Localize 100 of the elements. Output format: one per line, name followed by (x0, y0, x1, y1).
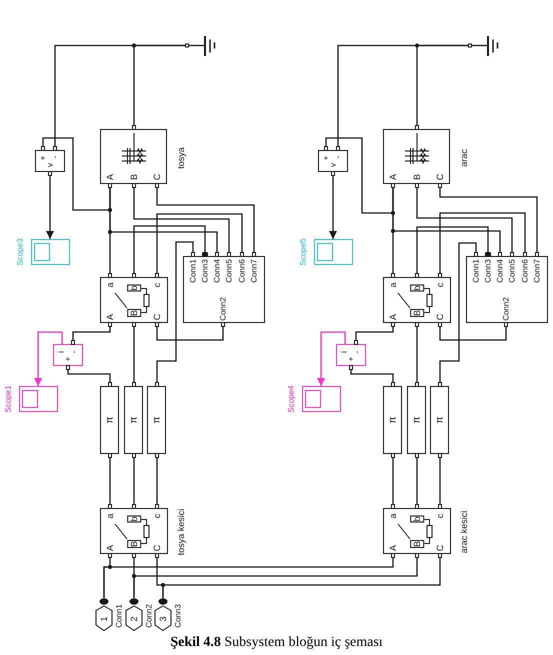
pi-symbol: π (434, 416, 446, 424)
wire (42, 137, 111, 211)
port-number: 2 (128, 616, 140, 622)
port-label: C (152, 314, 162, 320)
pi-symbol: π (150, 416, 162, 424)
port-label: Conn5 (507, 259, 517, 283)
line-section-block (383, 382, 402, 458)
load-block (100, 125, 167, 188)
wire (355, 327, 394, 340)
pi-symbol: π (128, 416, 140, 424)
voltage-meter-block (318, 146, 348, 176)
port-label: Conn5 (224, 259, 234, 283)
wire (439, 458, 441, 504)
wire (439, 212, 526, 273)
wire (72, 327, 111, 340)
block-name: arac (458, 149, 470, 167)
polarity-sign: + (346, 356, 356, 362)
port-label: Conn7 (532, 259, 542, 283)
port-label: A (104, 314, 116, 320)
meter-symbol: v (328, 163, 338, 167)
port-label: A (388, 545, 398, 551)
port-label: Conn6 (520, 259, 530, 283)
wire (109, 188, 218, 252)
meter-symbol: v (45, 163, 55, 167)
port-label: C (434, 544, 446, 552)
wire (156, 213, 243, 273)
wire (103, 558, 394, 598)
wire (350, 370, 394, 382)
port-number: 1 (98, 616, 110, 622)
wire (133, 458, 135, 504)
breaker-block (383, 504, 451, 558)
scope-block (31, 239, 70, 265)
wire (156, 188, 255, 252)
polarity-sign: - (69, 350, 79, 354)
port-label: C (434, 174, 446, 180)
wire (133, 225, 206, 273)
port-label: Conn3 (200, 259, 210, 283)
wire (156, 327, 224, 341)
port-label: A (104, 545, 116, 551)
port-label: a (104, 514, 116, 518)
connection-port (125, 598, 143, 631)
wire (67, 370, 111, 382)
port-label: A (388, 314, 398, 320)
wire (439, 188, 538, 252)
ground-symbol (468, 36, 501, 56)
wire (156, 458, 158, 504)
connection-port (95, 598, 113, 631)
current-meter-block (336, 340, 366, 370)
current-meter-block (53, 340, 83, 370)
signal-arrow (46, 176, 54, 239)
port-name: Conn1 (114, 604, 124, 628)
wire (416, 458, 418, 504)
wire (133, 44, 185, 125)
wire (416, 188, 513, 252)
port-name: Conn3 (173, 604, 183, 628)
figure-caption: Şekil 4.8 Subsystem bloğun iç şeması (170, 634, 383, 652)
port-label: Conn4 (495, 259, 505, 283)
breaker-block (100, 504, 168, 558)
polarity-sign: - (333, 156, 343, 158)
scope-name: Scope4 (286, 385, 296, 413)
port-label: C (152, 174, 162, 180)
meter-symbol: i (56, 351, 66, 353)
wire (325, 137, 394, 214)
port-label: A (388, 174, 398, 180)
signal-arrow (34, 331, 63, 386)
wire (133, 188, 230, 252)
port-label: A (104, 174, 116, 180)
wire (392, 458, 394, 504)
line-section-block (100, 382, 119, 458)
port-label: Conn1 (188, 259, 198, 283)
port-label: Conn3 (483, 259, 493, 283)
port-label: a (388, 282, 398, 288)
block-name: tosya kesici (176, 508, 186, 556)
wire (416, 44, 468, 125)
port-label: c (434, 282, 446, 288)
wire (416, 226, 489, 273)
port-label: B (128, 174, 140, 180)
polarity-sign: + (321, 156, 331, 160)
wire (392, 188, 501, 252)
scope-block (314, 239, 353, 265)
pi-symbol: π (410, 416, 422, 424)
port-label: Conn2 (501, 297, 511, 321)
port-label: Conn4 (212, 259, 222, 283)
ground-symbol (185, 36, 218, 56)
port-label: Conn2 (218, 297, 228, 321)
terminal-block (466, 252, 548, 327)
port-label: c (434, 514, 446, 518)
connection-port (154, 598, 172, 631)
wire (162, 558, 441, 598)
port-label: c (152, 282, 162, 288)
wire (439, 327, 507, 341)
block-name: arac kesici (458, 510, 470, 554)
line-section-block (147, 382, 166, 458)
polarity-sign: + (63, 356, 73, 362)
port-label: a (104, 282, 116, 288)
port-name: Conn2 (144, 604, 154, 628)
scope-name: Scope3 (15, 238, 25, 266)
wire (133, 558, 418, 598)
wire (439, 242, 477, 382)
block-name: tosya (176, 147, 186, 169)
